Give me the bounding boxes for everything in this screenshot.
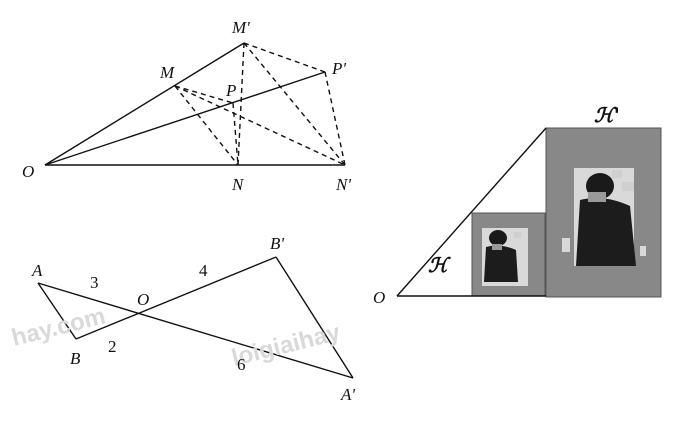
segment-m-p	[174, 85, 234, 104]
label-p: P	[225, 81, 236, 100]
ray-o-top	[396, 127, 547, 297]
label-o-center: O	[137, 290, 149, 309]
label-n: N	[231, 175, 245, 194]
segment-a-a-prime	[37, 282, 354, 379]
figure-homothety-triangle	[44, 42, 346, 166]
label-a-prime: A'	[340, 385, 355, 404]
length-ob: 2	[108, 337, 117, 356]
label-h-prime: ℋ'	[594, 103, 620, 127]
label-h: ℋ	[428, 253, 451, 277]
connectors	[174, 42, 346, 166]
figure2-labels: A B O A' B' 3 2 4 6	[31, 234, 355, 404]
ray-o-p-prime	[44, 71, 326, 166]
label-b-prime: B'	[270, 234, 284, 253]
figure-image-homothety	[396, 127, 662, 298]
label-o: O	[22, 162, 34, 181]
segment-a-b	[37, 282, 77, 340]
label-b: B	[70, 349, 81, 368]
length-oa-prime: 6	[237, 355, 246, 374]
segment-b-b-prime	[75, 256, 277, 340]
segment-p-prime-n-prime	[324, 71, 346, 166]
label-p-prime: P'	[331, 59, 346, 78]
length-ob-prime: 4	[199, 261, 208, 280]
label-m-prime: M'	[231, 18, 250, 37]
figure-negative-homothety	[37, 256, 354, 379]
image-h-prime	[545, 127, 662, 298]
figure3-labels: O ℋ ℋ'	[373, 103, 620, 307]
label-a: A	[31, 261, 43, 280]
label-o-figure3: O	[373, 288, 385, 307]
image-h	[471, 212, 546, 297]
watermark-right: loigiaihay	[229, 319, 344, 372]
figure3-lines	[396, 127, 547, 297]
connector-m-n-prime	[174, 85, 346, 166]
label-m: M	[159, 63, 175, 82]
ray-o-m-prime	[44, 42, 245, 166]
segment-m-prime-n-prime	[243, 42, 346, 166]
length-oa: 3	[90, 273, 99, 292]
segment-p-n	[232, 102, 239, 166]
watermark-left: hay.com	[9, 302, 108, 351]
segment-a-prime-b-prime	[275, 256, 354, 379]
triangle-m-prime-p-prime-n-prime	[243, 42, 346, 166]
connector-m-prime-n	[237, 42, 245, 166]
figure1-labels: O M M' P P' N N'	[22, 18, 351, 194]
segment-m-n	[174, 85, 239, 166]
label-n-prime: N'	[335, 175, 351, 194]
